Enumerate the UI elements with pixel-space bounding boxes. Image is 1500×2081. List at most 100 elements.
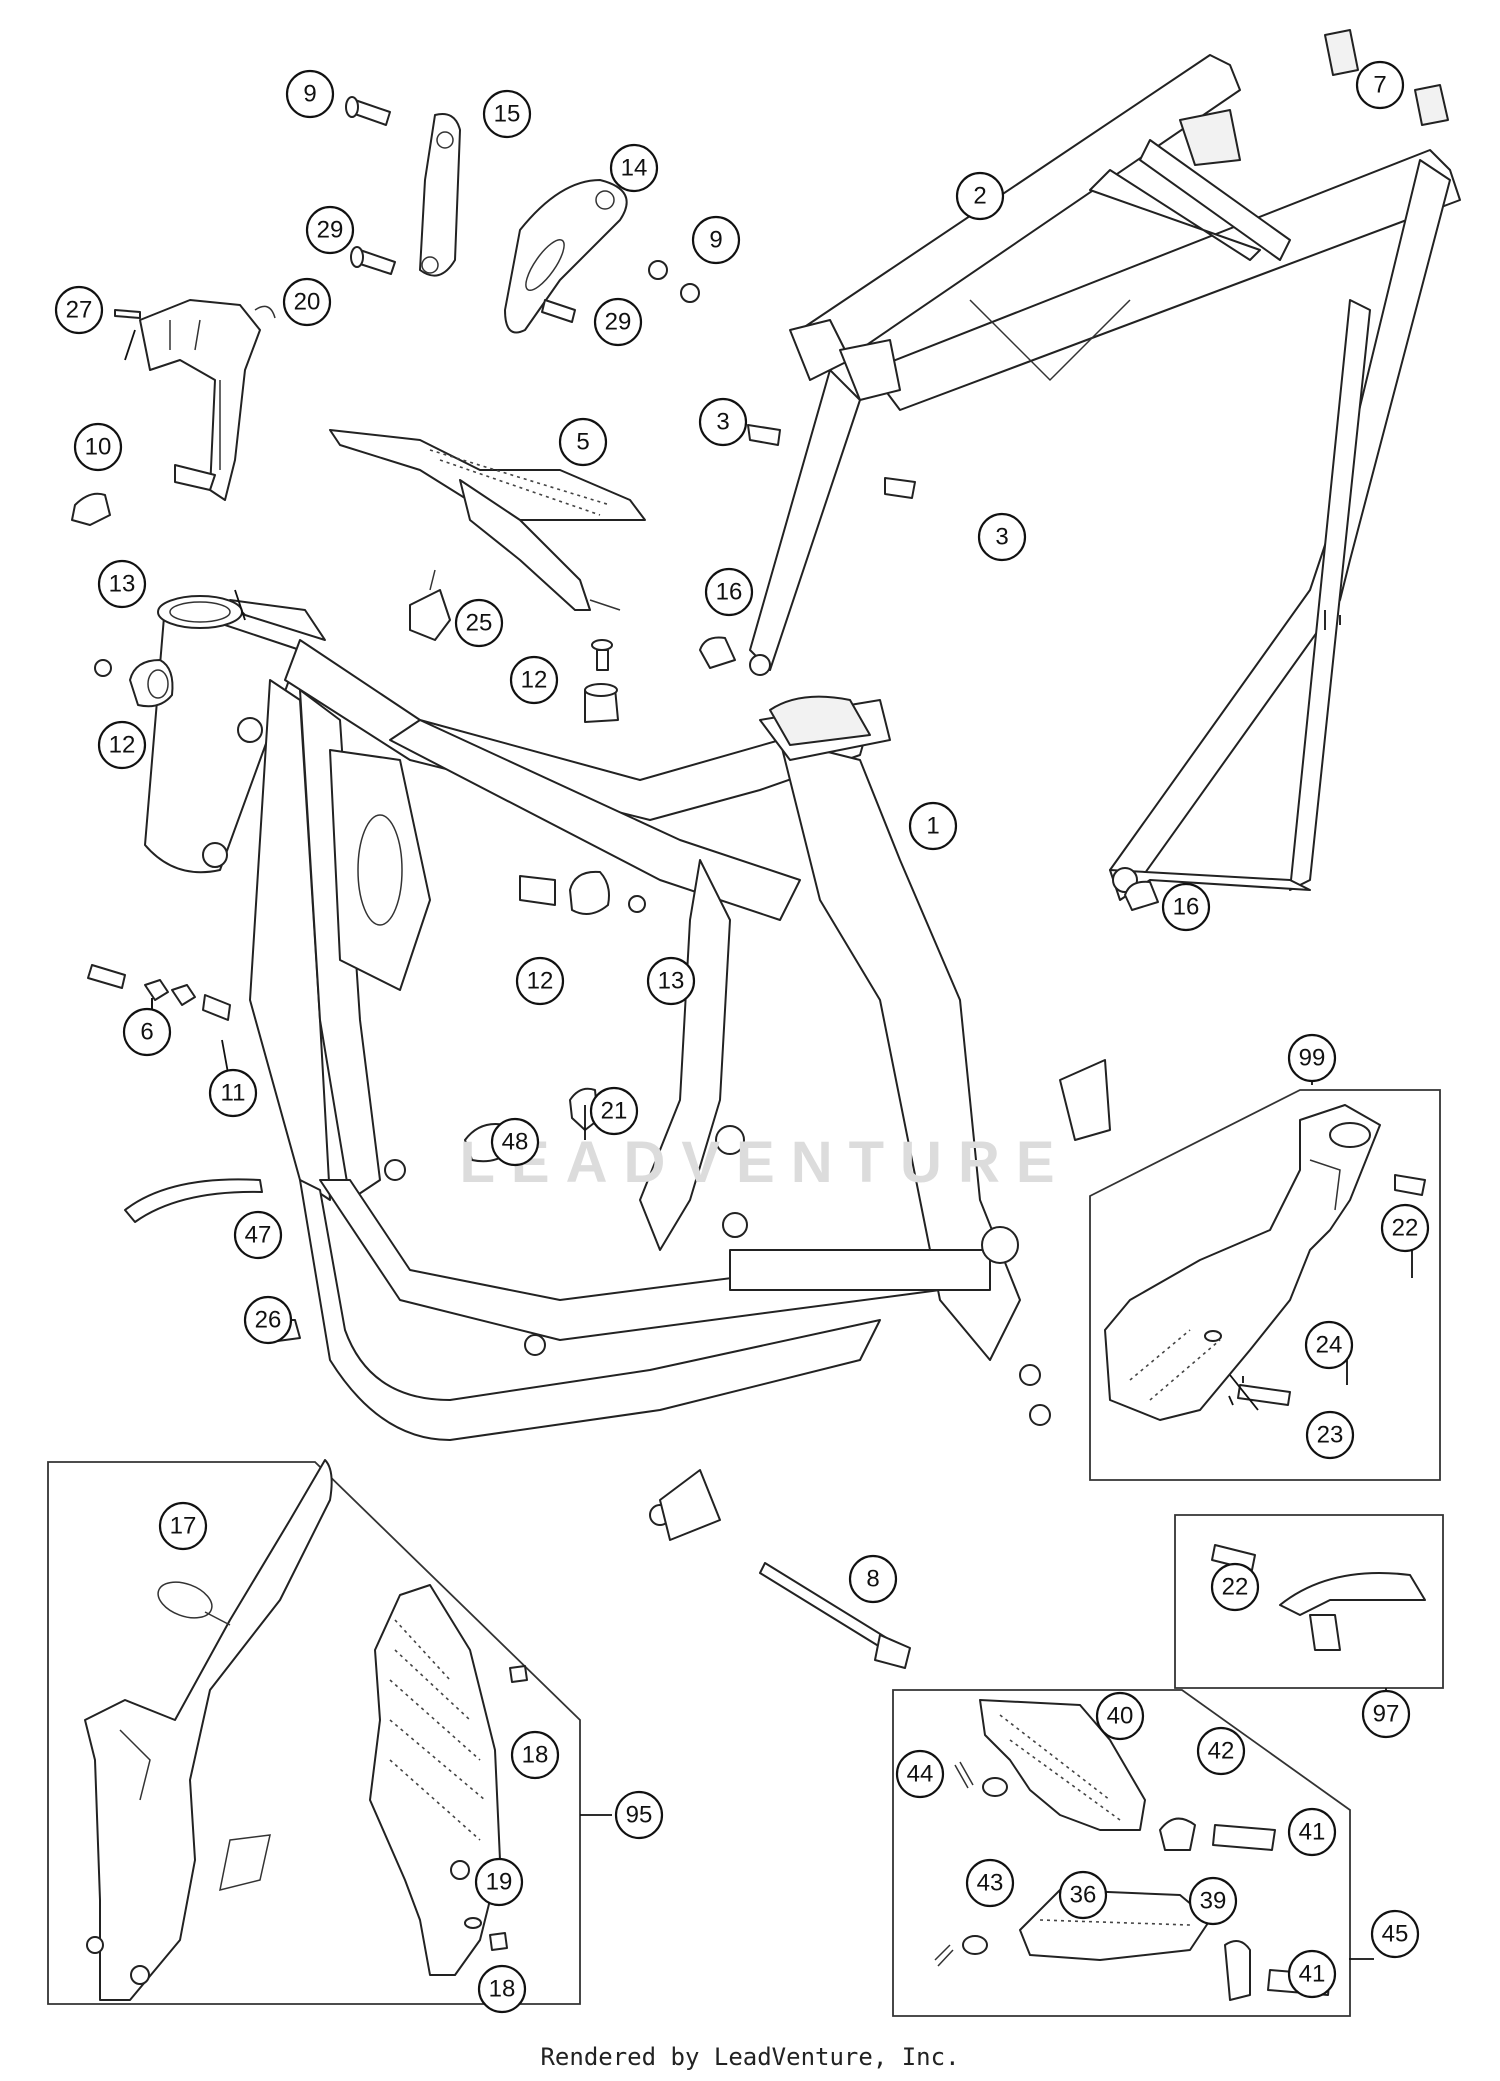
callout-14: 14	[609, 143, 659, 193]
svg-text:97: 97	[1373, 1701, 1400, 1728]
callout-5: 5	[558, 417, 608, 467]
svg-text:42: 42	[1208, 1738, 1235, 1765]
svg-text:20: 20	[294, 289, 321, 316]
callout-18-upper: 18	[510, 1730, 560, 1780]
callout-29-left: 29	[305, 205, 355, 255]
callout-3-lower: 3	[977, 512, 1027, 562]
kit-box-97	[1174, 1514, 1444, 1689]
svg-text:29: 29	[317, 217, 344, 244]
svg-text:12: 12	[521, 667, 548, 694]
callout-19: 19	[474, 1857, 524, 1907]
callout-18-lower: 18	[477, 1964, 527, 2014]
svg-text:13: 13	[109, 571, 136, 598]
callout-43: 43	[965, 1858, 1015, 1908]
callout-44: 44	[895, 1749, 945, 1799]
kit-box-99	[1089, 1089, 1441, 1481]
svg-text:45: 45	[1382, 1921, 1409, 1948]
callout-23: 23	[1305, 1410, 1355, 1460]
callout-22-upper: 22	[1380, 1203, 1430, 1253]
svg-text:40: 40	[1107, 1703, 1134, 1730]
svg-text:3: 3	[995, 524, 1008, 551]
svg-text:95: 95	[626, 1802, 653, 1829]
callout-41-upper: 41	[1287, 1807, 1337, 1857]
svg-text:48: 48	[502, 1129, 529, 1156]
svg-text:5: 5	[576, 429, 589, 456]
callout-21: 21	[589, 1086, 639, 1136]
svg-text:3: 3	[716, 409, 729, 436]
svg-text:24: 24	[1316, 1332, 1343, 1359]
svg-text:2: 2	[973, 183, 986, 210]
callout-95: 95	[614, 1790, 664, 1840]
svg-text:36: 36	[1070, 1882, 1097, 1909]
svg-text:16: 16	[1173, 894, 1200, 921]
svg-text:12: 12	[109, 732, 136, 759]
main-frame-part	[144, 595, 1111, 1541]
callout-10: 10	[73, 422, 123, 472]
svg-text:11: 11	[221, 1080, 246, 1107]
callout-48: 48	[490, 1117, 540, 1167]
callout-41-lower: 41	[1287, 1949, 1337, 1999]
svg-text:14: 14	[621, 155, 648, 182]
svg-text:21: 21	[601, 1098, 628, 1125]
svg-text:23: 23	[1317, 1422, 1344, 1449]
callout-7: 7	[1355, 60, 1405, 110]
callout-24: 24	[1304, 1320, 1354, 1370]
callout-12-center: 12	[515, 956, 565, 1006]
callout-6: 6	[122, 1007, 172, 1057]
svg-text:13: 13	[658, 968, 685, 995]
svg-text:16: 16	[716, 579, 743, 606]
callout-11: 11	[208, 1068, 258, 1118]
svg-text:27: 27	[66, 297, 93, 324]
callout-15: 15	[482, 89, 532, 139]
svg-text:17: 17	[170, 1513, 197, 1540]
svg-text:18: 18	[489, 1976, 516, 2003]
callout-42: 42	[1196, 1726, 1246, 1776]
callout-36: 36	[1058, 1870, 1108, 1920]
svg-text:15: 15	[494, 101, 521, 128]
callout-99: 99	[1287, 1033, 1337, 1083]
svg-text:25: 25	[466, 610, 493, 637]
callout-12-left: 12	[97, 720, 147, 770]
svg-text:12: 12	[527, 968, 554, 995]
callout-13-left: 13	[97, 559, 147, 609]
callout-39: 39	[1188, 1876, 1238, 1926]
svg-text:7: 7	[1373, 72, 1386, 99]
svg-text:47: 47	[245, 1222, 272, 1249]
callouts: 1 2 3 3 5 6 7 8 9 9 10 11 12 12 12 13 13…	[54, 60, 1430, 2014]
small-parts	[71, 29, 1449, 1669]
svg-text:41: 41	[1299, 1819, 1326, 1846]
svg-text:41: 41	[1299, 1961, 1326, 1988]
svg-text:10: 10	[85, 434, 112, 461]
callout-40: 40	[1095, 1691, 1145, 1741]
callout-97: 97	[1361, 1689, 1411, 1739]
svg-text:1: 1	[926, 813, 939, 840]
svg-text:44: 44	[907, 1761, 934, 1788]
callout-20: 20	[282, 277, 332, 327]
callout-9-right: 9	[691, 215, 741, 265]
svg-text:22: 22	[1222, 1574, 1249, 1601]
callout-45: 45	[1370, 1909, 1420, 1959]
kit-box-95	[47, 1459, 581, 2005]
callout-47: 47	[233, 1210, 283, 1260]
callout-16-left: 16	[704, 567, 754, 617]
callout-29-right: 29	[593, 297, 643, 347]
callout-22-lower: 22	[1210, 1562, 1260, 1612]
svg-text:9: 9	[709, 227, 722, 254]
callout-8: 8	[848, 1554, 898, 1604]
footer-credit: Rendered by LeadVenture, Inc.	[540, 2043, 960, 2071]
callout-12-upper: 12	[509, 655, 559, 705]
callout-25: 25	[454, 598, 504, 648]
svg-text:39: 39	[1200, 1888, 1227, 1915]
watermark-text: LEADVENTURE	[459, 1130, 1070, 1195]
svg-text:43: 43	[977, 1870, 1004, 1897]
callout-9-left: 9	[285, 69, 335, 119]
svg-text:9: 9	[303, 81, 316, 108]
svg-text:8: 8	[866, 1566, 879, 1593]
callout-26: 26	[243, 1295, 293, 1345]
callout-27: 27	[54, 285, 104, 335]
svg-text:99: 99	[1299, 1045, 1326, 1072]
callout-13-center: 13	[646, 956, 696, 1006]
svg-text:22: 22	[1392, 1215, 1419, 1242]
svg-text:29: 29	[605, 309, 632, 336]
